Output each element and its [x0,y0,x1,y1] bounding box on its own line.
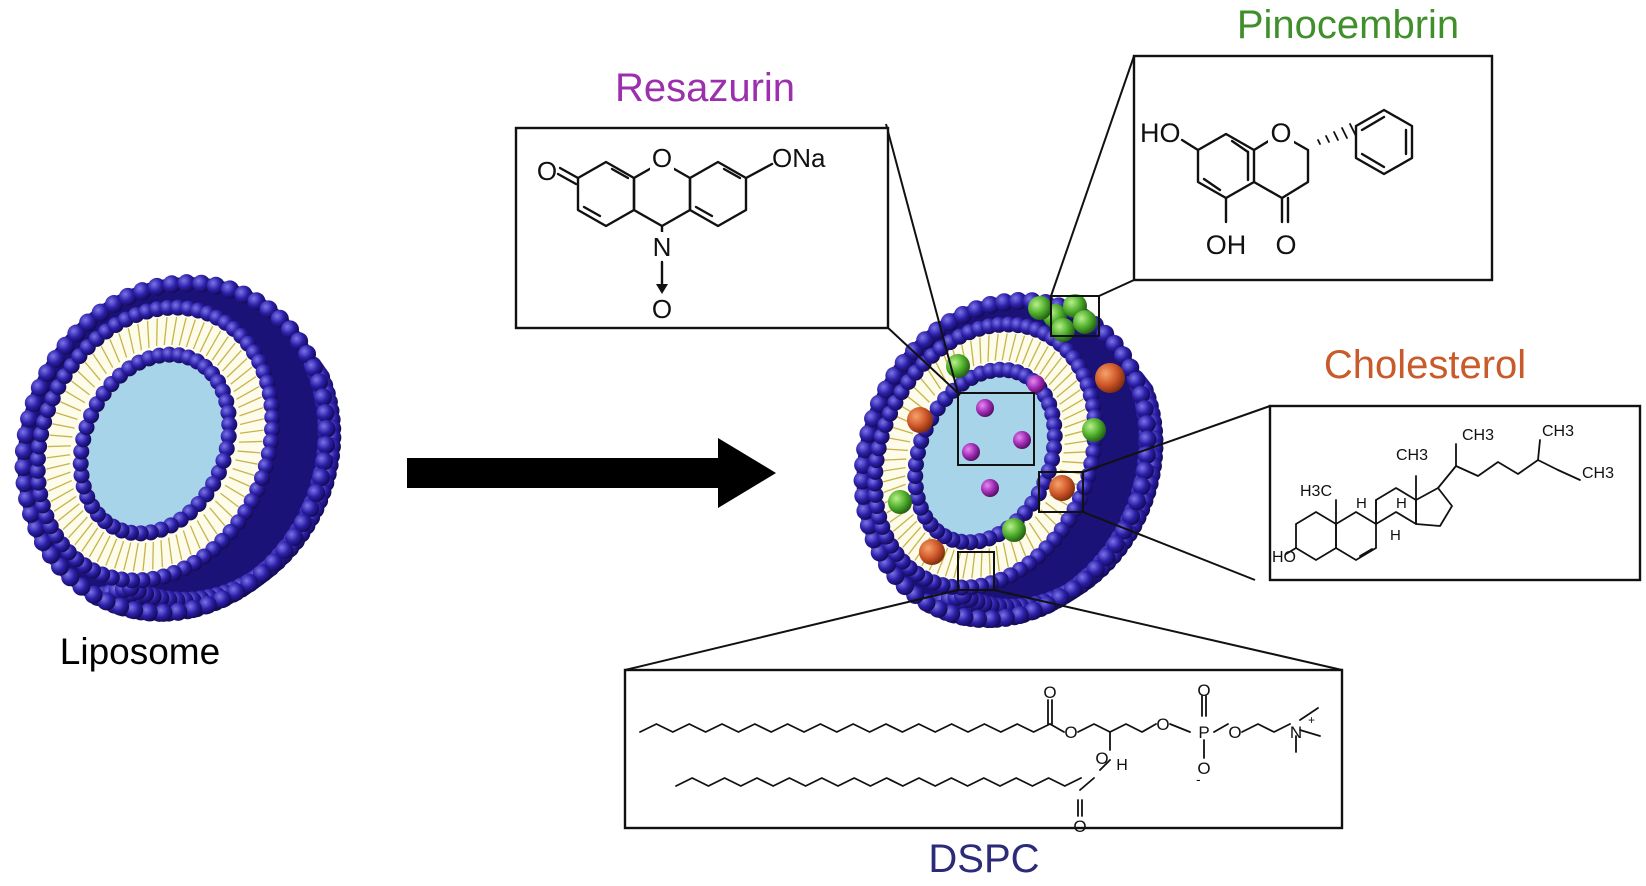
cholesterol-atom-ch3-a: CH3 [1462,427,1494,444]
pinocembrin-atom-o-ring: O [1270,118,1291,148]
dspc-highlight-box [957,551,995,591]
cholesterol-highlight-box [1038,471,1084,513]
dspc-charge-minus: - [1196,771,1201,787]
pinocembrin-structure-box: O HO OH O [1132,54,1494,282]
cholesterol-atom-h1: H [1356,495,1367,512]
cholesterol-atom-ch3-d: CH3 [1396,447,1428,464]
pinocembrin-highlight-box [1050,295,1100,337]
pinocembrin-atom-oh: OH [1206,230,1247,260]
liposome-label: Liposome [60,631,220,672]
dspc-atom-p: P [1198,723,1209,742]
dspc-charge-plus: + [1308,713,1315,727]
resazurin-structure-box: O O ONa N O [514,126,890,330]
cholesterol-structure-box: CH3 CH3 CH3 CH3 H3C H H H HO [1268,404,1642,582]
dspc-label: DSPC [928,837,1039,881]
resazurin-atom-o-left: O [537,156,557,186]
loaded-liposome-icon [853,291,1164,629]
cholesterol-atom-ch3-c: CH3 [1582,465,1614,482]
liposome-icon [14,274,342,622]
cholesterol-atom-h3c: H3C [1300,483,1332,500]
pointer-lines [624,55,1343,671]
resazurin-atom-n: N [653,232,672,262]
dspc-atom-o7: O [1095,749,1108,768]
dspc-structure-box: O O O O P O O N O H O + - [623,668,1344,836]
dspc-atom-o2: O [1064,723,1077,742]
pinocembrin-label: Pinocembrin [1237,3,1459,47]
cholesterol-atom-h3: H [1390,527,1401,544]
resazurin-atom-o: O [652,143,672,173]
pinocembrin-atom-ho: HO [1140,118,1181,148]
dspc-atom-o6: O [1228,723,1241,742]
resazurin-atom-ona: ONa [772,143,826,173]
dspc-atom-o3: O [1156,715,1169,734]
cholesterol-label: Cholesterol [1324,343,1526,387]
dspc-atom-h: H [1116,757,1128,774]
resazurin-label: Resazurin [615,66,795,110]
dspc-atom-o4: O [1197,681,1210,700]
cholesterol-atom-ch3-b: CH3 [1542,423,1574,440]
pinocembrin-atom-o-keto: O [1275,230,1296,260]
resazurin-highlight-box [957,392,1035,466]
dspc-atom-o8: O [1073,817,1086,836]
cholesterol-atom-h2: H [1396,495,1407,512]
dspc-atom-o1: O [1043,683,1056,702]
resazurin-atom-o-bottom: O [652,294,672,324]
cholesterol-atom-ho: HO [1272,549,1296,566]
dspc-atom-o5: O [1197,759,1210,778]
right-arrow-icon [407,438,776,508]
dspc-atom-n: N [1290,723,1302,742]
